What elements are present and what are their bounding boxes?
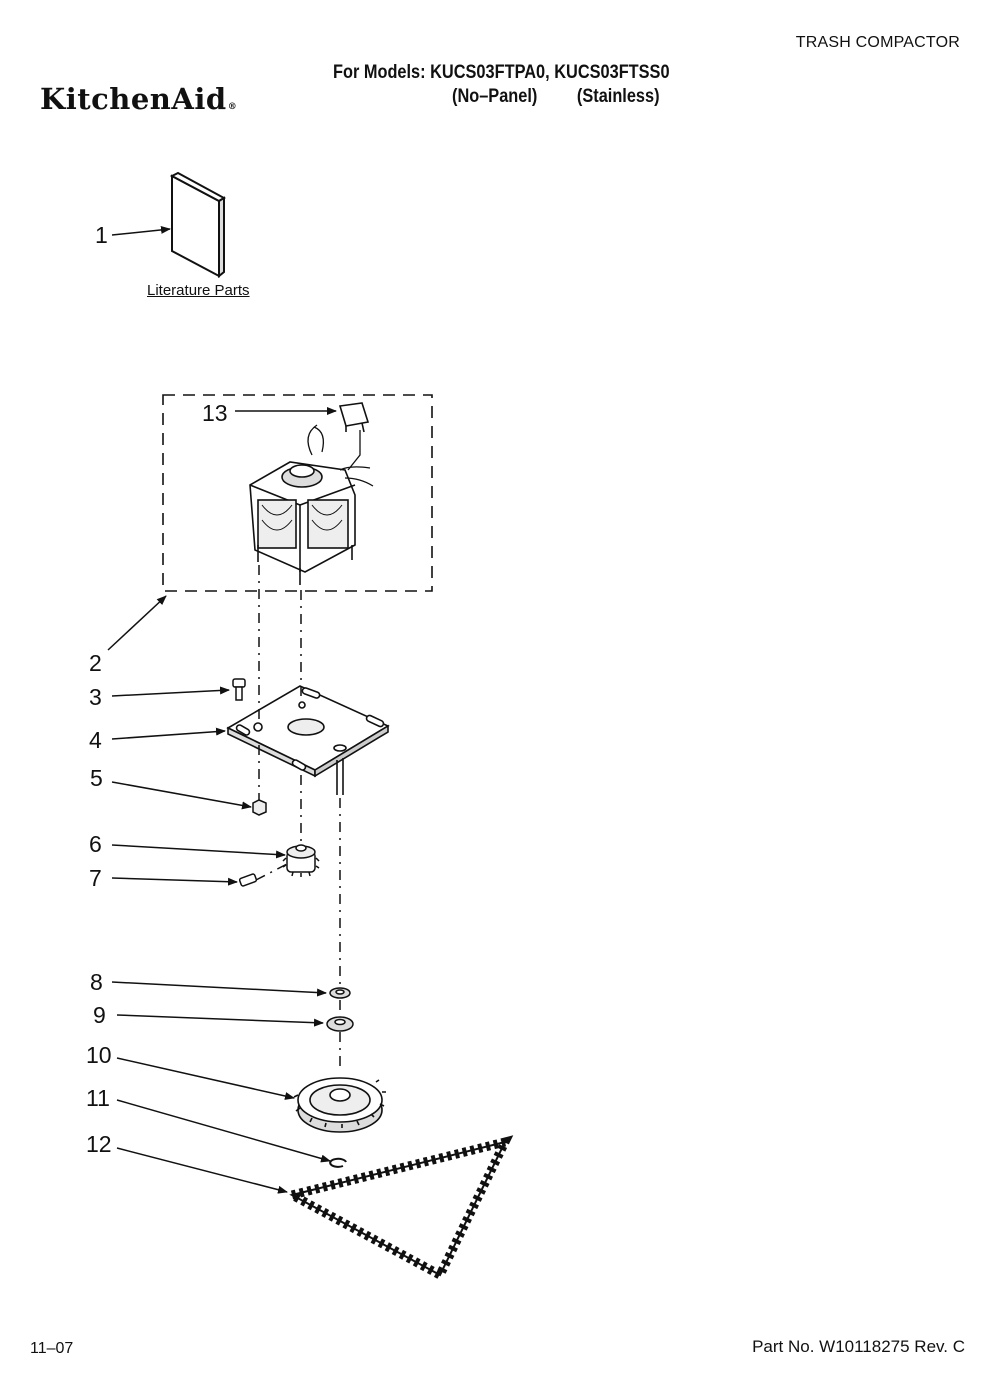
callout-6: 6 <box>89 831 102 857</box>
model-variants: (No–Panel) (Stainless) <box>452 86 660 108</box>
callout-3: 3 <box>89 684 102 710</box>
washer-large <box>326 1016 354 1032</box>
mounting-plate <box>226 685 390 795</box>
callout-9: 9 <box>93 1002 106 1028</box>
callout-10: 10 <box>86 1042 112 1068</box>
part-number: Part No. W10118275 Rev. C <box>752 1337 965 1356</box>
callout-7: 7 <box>89 865 102 891</box>
callout-13: 13 <box>202 400 228 426</box>
wire-connector <box>338 402 370 433</box>
pinion-gear <box>282 844 320 877</box>
callout-4: 4 <box>89 727 102 753</box>
callout-11: 11 <box>86 1085 110 1111</box>
callout-8: 8 <box>90 969 103 995</box>
drive-gear <box>293 1077 386 1133</box>
motor-assembly-box <box>162 394 433 592</box>
literature-booklet <box>169 171 227 279</box>
callout-1: 1 <box>95 222 108 248</box>
registered-mark: ® <box>227 102 238 112</box>
retaining-ring <box>329 1157 347 1168</box>
screw <box>232 678 246 701</box>
brand-logo: KitchenAid® <box>40 82 237 116</box>
alignment-lines <box>255 565 341 1072</box>
models-line: For Models: KUCS03FTPA0, KUCS03FTSS0 <box>333 62 670 83</box>
callout-5: 5 <box>90 765 103 791</box>
callout-12: 12 <box>86 1131 112 1157</box>
document-category: TRASH COMPACTOR <box>795 34 960 51</box>
motor <box>249 424 374 585</box>
drive-chain <box>279 1135 514 1282</box>
set-screw <box>238 873 258 887</box>
variant-no-panel: (No–Panel) <box>452 86 538 107</box>
callout-2: 2 <box>89 650 102 676</box>
revision-date: 11–07 <box>30 1340 74 1357</box>
leader-arrows <box>107 225 337 1194</box>
brand-logo-text: KitchenAid <box>40 82 227 116</box>
washer-small <box>329 987 351 999</box>
nut <box>252 799 267 816</box>
variant-stainless: (Stainless) <box>576 86 660 107</box>
literature-parts-label: Literature Parts <box>147 282 250 299</box>
